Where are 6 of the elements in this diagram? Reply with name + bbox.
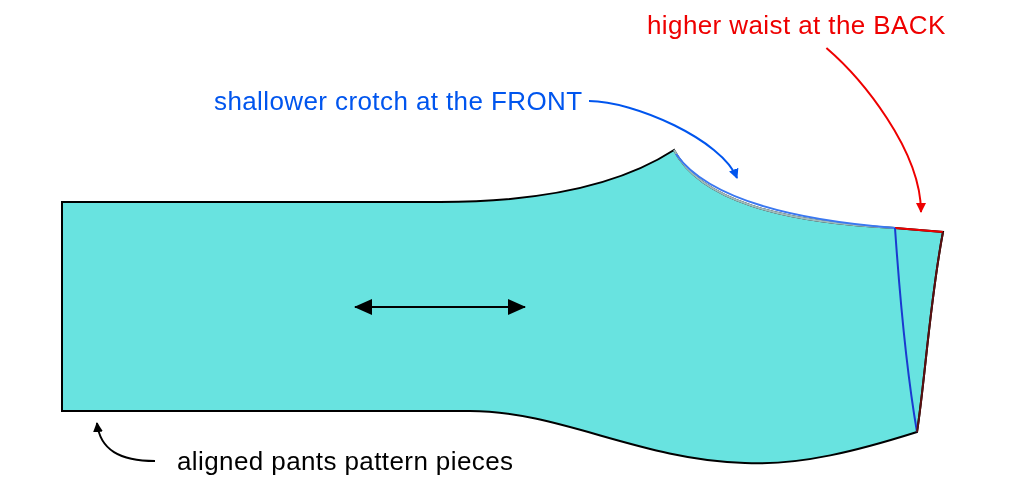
leader-line <box>93 422 156 462</box>
leader-line <box>588 100 738 179</box>
callout-text: aligned pants pattern pieces <box>177 446 514 476</box>
leader-line <box>825 47 926 213</box>
callout-text: higher waist at the BACK <box>647 10 946 40</box>
callout-text: shallower crotch at the FRONT <box>214 86 583 116</box>
